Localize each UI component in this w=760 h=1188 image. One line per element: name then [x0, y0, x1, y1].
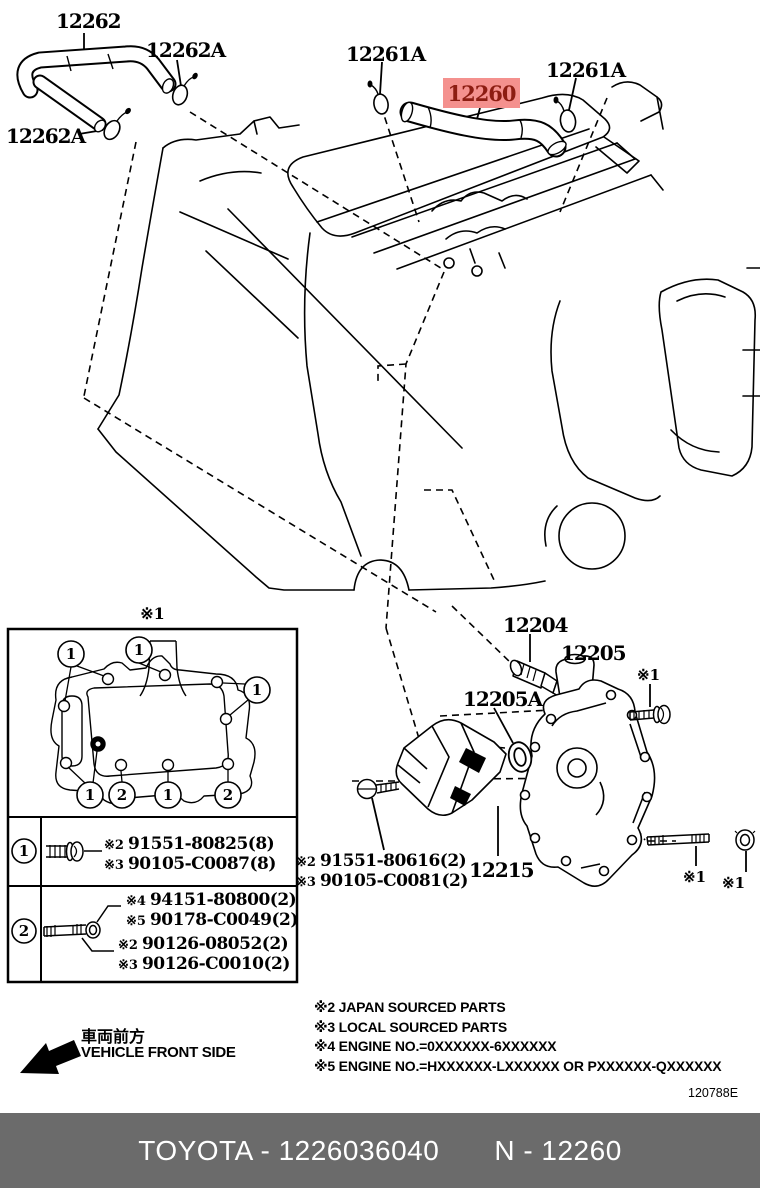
nut-art-bottom — [734, 829, 756, 851]
inset-row2-parts-b: ※2 90126-08052(2) ※3 90126-C0010(2) — [118, 934, 290, 974]
part-number[interactable]: 90178-C0049(2) — [149, 910, 298, 930]
callout-number: 1 — [66, 645, 76, 663]
gasket-art — [50, 640, 256, 805]
ref-mark: ※3 — [104, 858, 124, 873]
part-label-12215[interactable]: 12215 — [469, 858, 535, 882]
row2-callout: 2 — [19, 922, 29, 940]
ref-mark: ※2 — [296, 855, 316, 870]
part-line: ※2 91551-80825(8) — [104, 834, 276, 854]
part-number[interactable]: 90126-08052(2) — [141, 934, 289, 954]
part-number[interactable]: 91551-80825(8) — [127, 834, 275, 854]
inset-box — [6, 627, 299, 984]
footnotes: ※2 JAPAN SOURCED PARTS ※3 LOCAL SOURCED … — [314, 998, 722, 1076]
sub-parts-block: ※2 91551-80616(2) ※3 90105-C0081(2) — [296, 851, 468, 891]
part-label-12204[interactable]: 12204 — [503, 613, 569, 637]
callout-number: 2 — [223, 786, 233, 804]
stud-art-bottom — [646, 833, 710, 846]
inset-row1-parts: ※2 91551-80825(8) ※3 90105-C0087(8) — [104, 834, 276, 874]
clamp-12262a-top-icon — [171, 72, 198, 106]
callout-number: 2 — [117, 786, 127, 804]
footnote-line: ※4 ENGINE NO.=0XXXXXX-6XXXXXX — [314, 1038, 557, 1054]
ref-mark: ※2 — [104, 838, 124, 853]
part-number[interactable]: 91551-80616(2) — [319, 851, 467, 871]
callout-number: 1 — [252, 681, 262, 699]
hose-12260 — [399, 101, 567, 158]
part-line: ※3 90105-C0081(2) — [296, 871, 468, 891]
part-label-12205[interactable]: 12205 — [561, 641, 627, 665]
part-label-12260-highlighted[interactable]: 12260 — [443, 78, 520, 108]
callout-number: 1 — [134, 641, 144, 659]
inset-title-ref1: ※1 — [140, 604, 165, 623]
part-number[interactable]: 90105-C0087(8) — [127, 854, 276, 874]
ref-mark: ※3 — [118, 958, 138, 973]
part-label-12262a-left[interactable]: 12262A — [6, 124, 86, 148]
part-label-12261a-right[interactable]: 12261A — [546, 58, 626, 82]
clamp-12261a-right-icon — [553, 96, 577, 133]
row1-callout: 1 — [19, 842, 29, 860]
separator-12215-art — [395, 718, 507, 817]
cover-12205-art — [519, 653, 656, 887]
part-label-12262a-top[interactable]: 12262A — [146, 38, 226, 62]
clamp-12262a-left-icon — [103, 107, 131, 141]
footnote-line: ※3 LOCAL SOURCED PARTS — [314, 1018, 508, 1035]
part-label-12262[interactable]: 12262 — [56, 9, 122, 33]
front-direction-arrow — [20, 1040, 81, 1074]
inset-row-icons — [43, 841, 121, 952]
part-line: ※3 90126-C0010(2) — [118, 954, 290, 974]
footnote-line: ※5 ENGINE NO.=HXXXXXX-LXXXXXX OR PXXXXXX… — [314, 1057, 722, 1074]
part-label-12261a-left[interactable]: 12261A — [346, 42, 426, 66]
callout-number: 1 — [163, 786, 173, 804]
footer-bar: TOYOTA - 1226036040 N - 12260 — [0, 1113, 760, 1188]
part-line: ※4 94151-80800(2) — [126, 890, 298, 910]
diagram-code: 120788E — [688, 1086, 739, 1100]
ref1-label-nut: ※1 — [722, 874, 746, 892]
ref-mark: ※5 — [126, 914, 146, 929]
ref-mark: ※4 — [126, 894, 146, 909]
footnote-line: ※2 JAPAN SOURCED PARTS — [314, 999, 506, 1015]
part-number[interactable]: 90126-C0010(2) — [141, 954, 290, 974]
part-line: ※5 90178-C0049(2) — [126, 910, 298, 930]
ref1-label-bolt: ※1 — [637, 666, 661, 684]
hose-12262 — [16, 45, 177, 133]
engine-line-art: 1 1 1 1 2 1 2 1 2 — [6, 33, 760, 984]
vehicle-front-label-jp: 車両前方 — [81, 1029, 146, 1046]
part-label-12205a[interactable]: 12205A — [463, 687, 543, 711]
part-line: ※2 91551-80616(2) — [296, 851, 468, 871]
callout-circles: 1 1 1 1 2 1 2 1 2 — [11, 636, 271, 944]
seal-12205a-art — [507, 741, 533, 773]
callout-number: 1 — [85, 786, 95, 804]
part-line: ※3 90105-C0087(8) — [104, 854, 276, 874]
ref1-label-stud: ※1 — [683, 868, 707, 886]
engine-block-art — [97, 81, 760, 591]
footer-catalog-number: TOYOTA - 1226036040 — [138, 1134, 440, 1166]
bolt-art-left — [356, 778, 400, 800]
inset-row2-parts-a: ※4 94151-80800(2) ※5 90178-C0049(2) — [126, 890, 298, 930]
part-line: ※2 90126-08052(2) — [118, 934, 290, 954]
footer-part-number: N - 12260 — [494, 1134, 622, 1166]
bolt-art-top-right — [629, 704, 671, 725]
part-number[interactable]: 90105-C0081(2) — [319, 871, 468, 891]
part-number[interactable]: 94151-80800(2) — [149, 890, 297, 910]
vehicle-front-label-en: VEHICLE FRONT SIDE — [81, 1044, 236, 1061]
ref-mark: ※3 — [296, 875, 316, 890]
ref-mark: ※2 — [118, 938, 138, 953]
clamp-12261a-left-icon — [367, 80, 389, 115]
